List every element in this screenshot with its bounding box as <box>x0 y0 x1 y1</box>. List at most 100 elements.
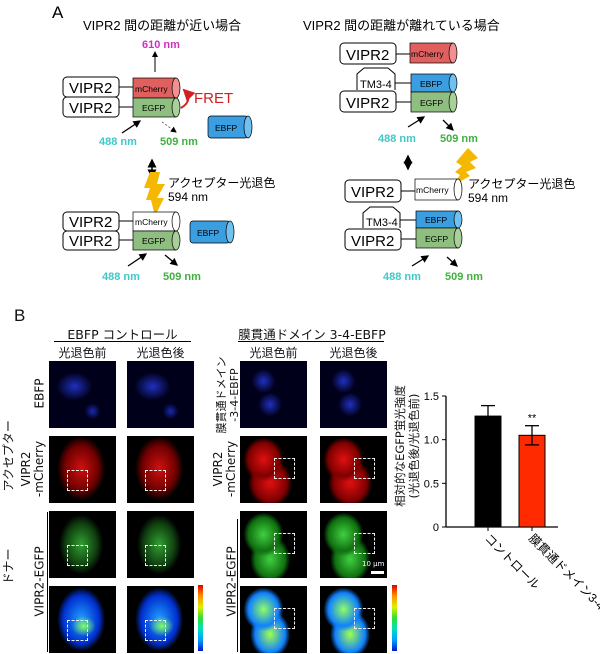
egfp-label: EGFP <box>425 234 448 244</box>
vipr2-label: VIPR2 <box>351 233 394 250</box>
donor-label: ドナー <box>1 548 16 585</box>
ebfp-label: EBFP <box>197 228 220 238</box>
micrograph-ebfp <box>127 361 194 428</box>
row-label-line: -mCherry <box>32 440 46 498</box>
mcherry-cylinder: mCherry <box>409 42 458 64</box>
micrograph-egfp <box>240 511 307 578</box>
acceptor-label: アクセプター <box>1 420 16 492</box>
scale-bar-label: 10 µm <box>362 560 385 568</box>
micrograph-egfp <box>320 511 387 578</box>
mcherry-label: mCherry <box>135 84 168 94</box>
row-label-tm-ebfp: 膜貫通ドメイン-3-4-EBFP <box>215 355 241 435</box>
colorbar <box>198 585 203 651</box>
tm-domain <box>356 67 396 90</box>
tm-domain <box>362 206 401 228</box>
roi-box <box>354 458 375 479</box>
divider <box>47 512 48 652</box>
mcherry-label: mCherry <box>135 217 168 227</box>
roi-box <box>354 533 375 554</box>
egfp-cylinder: EGFP <box>132 97 181 118</box>
egfp-label: EGFP <box>142 103 165 113</box>
micrograph-mcherry <box>240 436 307 503</box>
excitation-label: 488 nm <box>99 136 137 148</box>
fret-label: FRET <box>194 90 233 107</box>
col-after: 光退色後 <box>136 346 185 360</box>
micrograph-mcherry <box>320 436 387 503</box>
panel-a-diagram: A VIPR2 間の距離が近い場合 610 nm VIPR2 VIPR2 mCh… <box>52 3 575 283</box>
micrograph-ebfp <box>240 361 307 428</box>
micrograph-egfp-heatmap <box>49 586 116 653</box>
micrograph-egfp-heatmap <box>127 586 194 653</box>
group-header-control: EBFP コントロール <box>67 327 178 342</box>
roi-box <box>67 545 88 566</box>
roi-box <box>274 458 295 479</box>
bleach-wavelength: 594 nm <box>468 191 508 205</box>
row-label-mcherry: VIPR2-mCherry <box>19 439 46 499</box>
egfp-cylinder: EGFP <box>132 230 181 251</box>
vipr2-label: VIPR2 <box>351 184 394 201</box>
vipr2-label: VIPR2 <box>69 214 112 231</box>
x-tick-label: 膜貫通ドメイン3-4 <box>526 531 600 613</box>
bleach-label: アクセプター光退色 <box>468 177 575 191</box>
bleached-mcherry-cylinder: mCherry <box>414 178 463 201</box>
divider <box>238 341 384 342</box>
emission-label: 509 nm <box>440 133 478 145</box>
ebfp-cylinder: EBFP <box>207 115 253 139</box>
y-tick-label: 0.5 <box>424 478 439 490</box>
left-title: VIPR2 間の距離が近い場合 <box>83 18 241 33</box>
lightning-icon <box>144 172 165 216</box>
row-label-line: VIPR2 <box>19 451 33 487</box>
egfp-label: EGFP <box>420 98 443 108</box>
roi-box <box>67 620 88 641</box>
vipr2-label: VIPR2 <box>69 233 112 250</box>
roi-box <box>354 608 375 629</box>
colorbar <box>392 585 397 651</box>
row-label-mcherry: VIPR2-mCherry <box>211 439 238 499</box>
ylabel-line: 相対的なEGFP蛍光強度 <box>393 385 407 507</box>
bar-1 <box>474 415 502 528</box>
mcherry-label: mCherry <box>411 49 444 59</box>
panel-a-label: A <box>52 3 64 22</box>
vipr2-label: VIPR2 <box>346 47 389 64</box>
group-header-tm: 膜貫通ドメイン 3-4-EBFP <box>238 327 386 342</box>
ebfp-cylinder: EBFP <box>410 73 458 93</box>
micrograph-egfp-heatmap <box>240 586 307 653</box>
egfp-cylinder: EGFP <box>415 227 463 249</box>
emission-label: 509 nm <box>160 136 198 148</box>
mcherry-label: mCherry <box>416 185 449 195</box>
roi-box <box>274 608 295 629</box>
excitation-label: 488 nm <box>383 271 421 283</box>
row-label-egfp: VIPR2-EGFP <box>32 546 47 617</box>
ebfp-label: EBFP <box>425 215 448 225</box>
micrograph-egfp <box>49 511 116 578</box>
divider <box>237 519 238 652</box>
y-tick-label: 0 <box>433 522 439 534</box>
row-label-ebfp: EBFP <box>32 378 47 409</box>
micrograph-egfp <box>127 511 194 578</box>
micrograph-mcherry <box>127 436 194 503</box>
col-before: 光退色前 <box>58 346 107 360</box>
right-title: VIPR2 間の距離が離れている場合 <box>303 18 500 33</box>
row-label-line: -mCherry <box>224 440 238 498</box>
fret-arrow <box>180 88 196 109</box>
micrograph-ebfp <box>320 361 387 428</box>
divider <box>54 341 191 342</box>
ebfp-label: EBFP <box>420 79 443 89</box>
emission-label: 509 nm <box>163 271 201 283</box>
egfp-cylinder: EGFP <box>410 91 458 113</box>
ebfp-cylinder: EBFP <box>415 210 463 229</box>
emission-610: 610 nm <box>142 39 180 51</box>
bleached-mcherry-cylinder: mCherry <box>132 211 181 232</box>
col-before: 光退色前 <box>249 346 298 360</box>
y-tick-label: 1.0 <box>424 435 439 447</box>
excitation-label: 488 nm <box>378 133 416 145</box>
tm-label: TM3-4 <box>360 79 392 91</box>
ebfp-cylinder: EBFP <box>189 220 235 244</box>
col-after: 光退色後 <box>329 346 378 360</box>
bleach-label: アクセプター光退色 <box>168 176 275 190</box>
row-label-line: VIPR2 <box>211 451 225 487</box>
excitation-label: 488 nm <box>102 271 140 283</box>
bar-2 <box>518 434 546 528</box>
vipr2-label: VIPR2 <box>69 80 112 97</box>
